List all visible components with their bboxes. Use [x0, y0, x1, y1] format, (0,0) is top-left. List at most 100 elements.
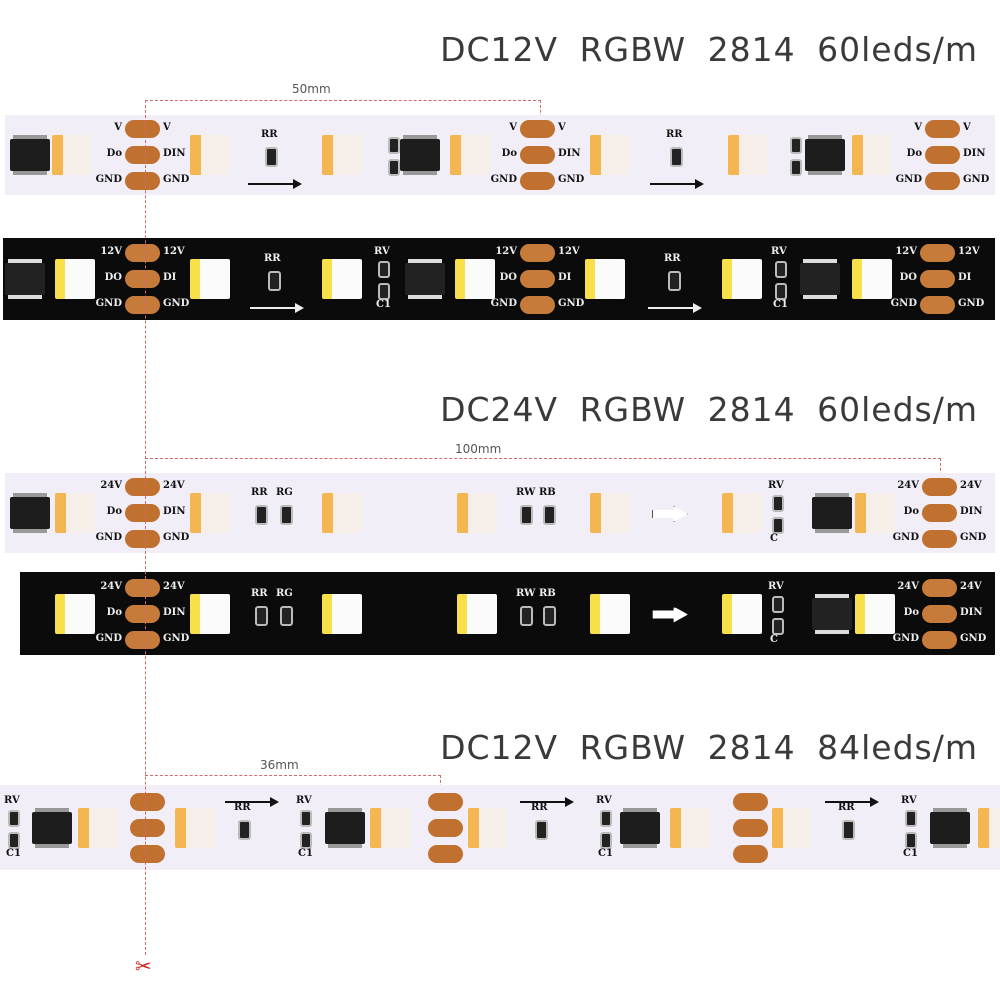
scissors-icon: ✂: [135, 954, 152, 978]
pad-label: DI: [958, 272, 972, 283]
resistor: [772, 595, 784, 613]
resistor: [670, 147, 683, 167]
pad-label: GND: [963, 174, 990, 185]
solder-pad: [520, 244, 555, 262]
led-chip: [78, 807, 118, 848]
pad-label: GND: [490, 298, 517, 309]
solder-pad: [125, 578, 160, 597]
pad-label: GND: [95, 298, 122, 309]
resistor-label: RR: [261, 129, 278, 140]
ic-chip: [325, 811, 365, 844]
pad-label: GND: [890, 298, 917, 309]
pad-label: GND: [960, 532, 987, 543]
led-chip: [322, 259, 362, 299]
resistor-label: RV: [4, 794, 20, 806]
pad-label: GND: [490, 174, 517, 185]
pad-label: DO: [104, 272, 122, 283]
solder-pad: [130, 844, 165, 863]
pad-label: DIN: [163, 148, 186, 159]
ic-chip: [930, 811, 970, 844]
pad-label: Do: [106, 606, 122, 618]
led-chip: [978, 807, 1000, 848]
arrow-right-icon: [825, 797, 879, 807]
capacitor-label: C1: [6, 847, 21, 859]
capacitor-label: C1: [598, 847, 613, 859]
pad-label: GND: [95, 532, 122, 543]
resistor-label: RR: [531, 801, 548, 813]
title-dc24v-60: DC24V RGBW 2814 60leds/m: [440, 390, 978, 429]
ic-chip: [812, 497, 852, 529]
resistor-label: RR: [251, 587, 268, 599]
led-chip: [322, 493, 362, 533]
resistor: [600, 809, 612, 827]
solder-pad: [125, 630, 160, 649]
led-chip: [590, 135, 630, 175]
outline-arrow-right-icon: [652, 606, 688, 623]
solder-pad: [130, 792, 165, 811]
capacitor: [600, 831, 612, 849]
resistor-label: RV: [768, 480, 784, 491]
pad-label: 24V: [960, 480, 982, 491]
solder-pad: [130, 818, 165, 837]
pad-label: DI: [163, 272, 177, 283]
capacitor-label: C1: [773, 299, 788, 310]
led-chip: [585, 259, 625, 299]
pad-label: V: [963, 122, 971, 133]
pad-label: DIN: [960, 506, 983, 517]
pad-label: V: [114, 122, 122, 133]
resistor-label: RG: [276, 587, 293, 599]
led-chip: [590, 493, 630, 533]
resistor: [255, 505, 268, 525]
led-chip: [190, 593, 230, 634]
pad-label: 24V: [163, 480, 185, 491]
solder-pad: [428, 844, 463, 863]
pad-label: V: [914, 122, 922, 133]
pad-label: DIN: [163, 606, 186, 618]
solder-pad: [520, 296, 555, 314]
capacitor: [388, 159, 400, 176]
resistor: [772, 495, 784, 512]
solder-pad: [733, 844, 768, 863]
pad-label: 24V: [100, 580, 122, 592]
led-chip: [468, 807, 508, 848]
solder-pad: [922, 504, 957, 522]
arrow-right-icon: [520, 797, 574, 807]
led-chip: [772, 807, 812, 848]
pad-label: V: [509, 122, 517, 133]
solder-pad: [922, 604, 957, 623]
solder-pad: [428, 792, 463, 811]
solder-pad: [125, 120, 160, 138]
capacitor-label: C1: [903, 847, 918, 859]
resistor-label: RV: [596, 794, 612, 806]
solder-pad: [922, 578, 957, 597]
pad-label: GND: [95, 632, 122, 644]
solder-pad: [520, 172, 555, 190]
pad-label: 12V: [163, 246, 185, 257]
capacitor-label: C1: [376, 299, 391, 310]
led-chip: [722, 593, 762, 634]
solder-pad: [925, 120, 960, 138]
arrow-right-icon: [648, 303, 702, 313]
led-chip: [722, 493, 762, 533]
pad-label: 24V: [100, 480, 122, 491]
capacitor: [8, 831, 20, 849]
resistor: [388, 137, 400, 154]
led-chip: [55, 259, 95, 299]
resistor: [905, 809, 917, 827]
pad-label: V: [163, 122, 171, 133]
resistor-label: RV: [296, 794, 312, 806]
pad-label: V: [558, 122, 566, 133]
resistor: [535, 819, 548, 840]
dimension-label: 100mm: [455, 442, 502, 456]
ic-chip: [10, 497, 50, 529]
arrow-right-icon: [248, 179, 302, 189]
led-chip: [322, 593, 362, 634]
solder-pad: [125, 244, 160, 262]
resistor: [280, 505, 293, 525]
dimension-label: 36mm: [260, 758, 299, 772]
ic-chip: [812, 597, 852, 630]
arrow-right-icon: [250, 303, 304, 313]
